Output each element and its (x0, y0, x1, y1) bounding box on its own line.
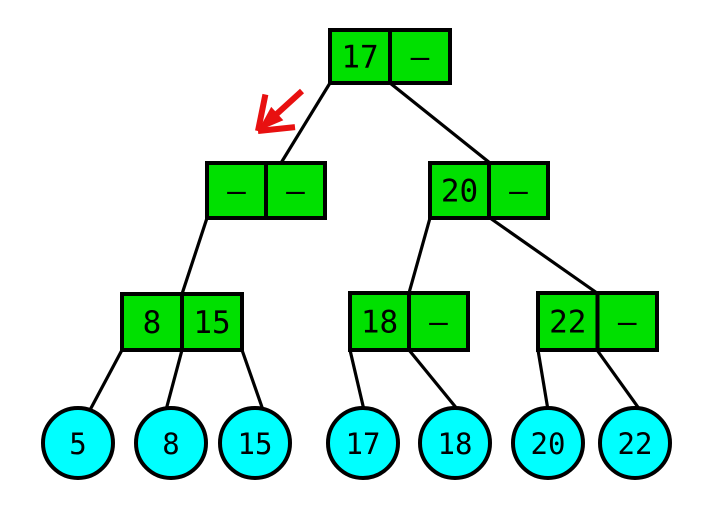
node-cell-value: 15 (193, 305, 230, 341)
internal-node[interactable]: 18– (348, 291, 470, 352)
internal-node[interactable]: 17– (328, 28, 452, 85)
leaf-circle (598, 406, 672, 480)
leaf-node[interactable]: 15 (218, 406, 292, 480)
node-cell-value: 8 (143, 305, 162, 341)
internal-node[interactable]: 22– (536, 291, 659, 352)
tree-edge (536, 349, 550, 411)
leaf-label: 5 (69, 427, 86, 461)
node-cell-value: – (429, 305, 448, 341)
internal-node[interactable]: –– (205, 161, 327, 220)
tree-edge (407, 348, 460, 412)
tree-edge (407, 217, 432, 294)
node-cell-value: – (286, 174, 305, 210)
tree-edge (348, 349, 366, 411)
leaf-circle (134, 406, 208, 480)
leaf-node-group: 5 8 15 17 18 20 22 (41, 406, 672, 480)
node-cell-value: – (509, 174, 528, 210)
leaf-node[interactable]: 20 (511, 406, 585, 480)
leaf-circle (41, 406, 115, 480)
node-cell-value: 17 (341, 40, 378, 76)
node-cell-value: – (618, 305, 637, 341)
tree-edge (389, 81, 491, 165)
leaf-node[interactable]: 5 (41, 406, 115, 480)
internal-node[interactable]: 20– (428, 161, 550, 220)
leaf-circle (218, 406, 292, 480)
tree-edge (88, 349, 124, 411)
tree-edge (240, 349, 265, 411)
arrow-barb-left (255, 93, 269, 132)
node-cell-value: 20 (441, 174, 478, 210)
leaf-label: 8 (162, 427, 179, 461)
node-cell-value: 22 (549, 305, 586, 341)
tree-edge (489, 216, 598, 295)
internal-node[interactable]: 8 15 (120, 292, 244, 352)
node-cell-value: – (227, 174, 246, 210)
leaf-circle (511, 406, 585, 480)
arrow-head (258, 106, 284, 131)
leaf-label: 22 (618, 427, 653, 461)
node-cell-value: 18 (361, 305, 398, 341)
tree-edge (279, 82, 332, 164)
tree-edge (180, 217, 209, 295)
leaf-label: 15 (238, 427, 273, 461)
leaf-label: 17 (346, 427, 381, 461)
node-cell-value: – (411, 40, 430, 76)
leaf-node[interactable]: 17 (326, 406, 400, 480)
leaf-label: 18 (438, 427, 473, 461)
arrow-barb-right (257, 124, 296, 134)
edge-group (88, 81, 642, 412)
leaf-node[interactable]: 8 (134, 406, 208, 480)
tree-edge (164, 349, 184, 411)
leaf-node[interactable]: 18 (418, 406, 492, 480)
tree-edge (595, 349, 642, 411)
leaf-node[interactable]: 22 (598, 406, 672, 480)
annotation-arrow-group (255, 88, 305, 134)
leaf-circle (326, 406, 400, 480)
leaf-label: 20 (531, 427, 566, 461)
leaf-circle (418, 406, 492, 480)
